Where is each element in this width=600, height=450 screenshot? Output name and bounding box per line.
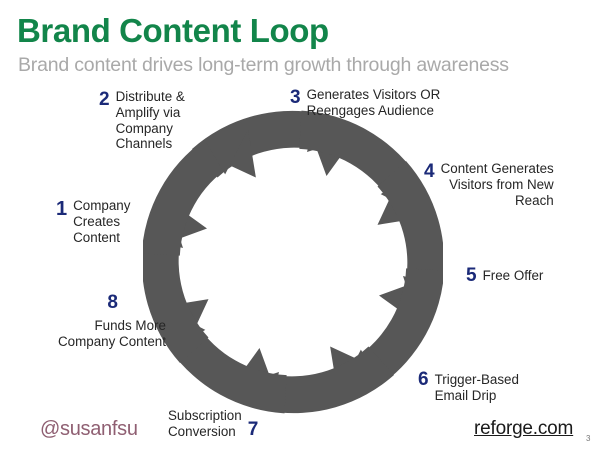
author-handle: @susanfsu — [40, 418, 138, 440]
step-7-label: Subscription Conversion — [168, 408, 242, 439]
step-1-number: 1 — [56, 198, 68, 220]
step-1: 1 Company Creates Content — [56, 198, 130, 245]
step-7: 7 Subscription Conversion — [168, 408, 258, 440]
step-8: 8 Funds More Company Content — [58, 293, 166, 350]
step-2-label: Distribute & Amplify via Company Channel… — [115, 89, 185, 152]
source-link[interactable]: reforge.com — [474, 418, 574, 439]
step-5-label: Free Offer — [482, 268, 544, 283]
cycle-arrow-segment — [160, 299, 287, 414]
page-title: Brand Content Loop — [17, 12, 329, 49]
step-2: 2 Distribute & Amplify via Company Chann… — [99, 89, 185, 152]
step-2-number: 2 — [99, 89, 110, 110]
step-1-label: Company Creates Content — [73, 198, 131, 245]
cycle-arrow-segment — [377, 161, 443, 324]
page-number: 3 — [586, 434, 591, 443]
step-6-label: Trigger-Based Email Drip — [434, 372, 519, 403]
step-5-number: 5 — [466, 265, 477, 286]
step-6-number: 6 — [418, 369, 429, 390]
page-subtitle: Brand content drives long-term growth th… — [18, 54, 509, 76]
cycle-arrow-segment — [143, 129, 256, 256]
step-4-label: Content Generates Visitors from New Reac… — [440, 161, 554, 208]
step-8-number: 8 — [107, 292, 118, 313]
step-6: 6 Trigger-Based Email Drip — [418, 370, 519, 404]
brand-content-loop-diagram — [143, 103, 443, 421]
step-7-number: 7 — [247, 418, 259, 440]
step-3-number: 3 — [290, 87, 301, 108]
step-4: 4 Content Generates Visitors from New Re… — [424, 161, 554, 208]
cycle-arrow-segment — [330, 268, 443, 395]
step-3: 3 Generates Visitors OR Reengages Audien… — [290, 87, 440, 119]
step-8-label: Funds More Company Content — [58, 318, 166, 349]
step-5: 5 Free Offer — [466, 266, 543, 285]
cycle-arrow-segment — [143, 200, 209, 363]
step-3-label: Generates Visitors OR Reengages Audience — [306, 87, 441, 118]
cycle-arrow-segment — [299, 110, 426, 225]
cycle-arrow-segment — [231, 346, 394, 414]
step-4-number: 4 — [424, 161, 435, 182]
